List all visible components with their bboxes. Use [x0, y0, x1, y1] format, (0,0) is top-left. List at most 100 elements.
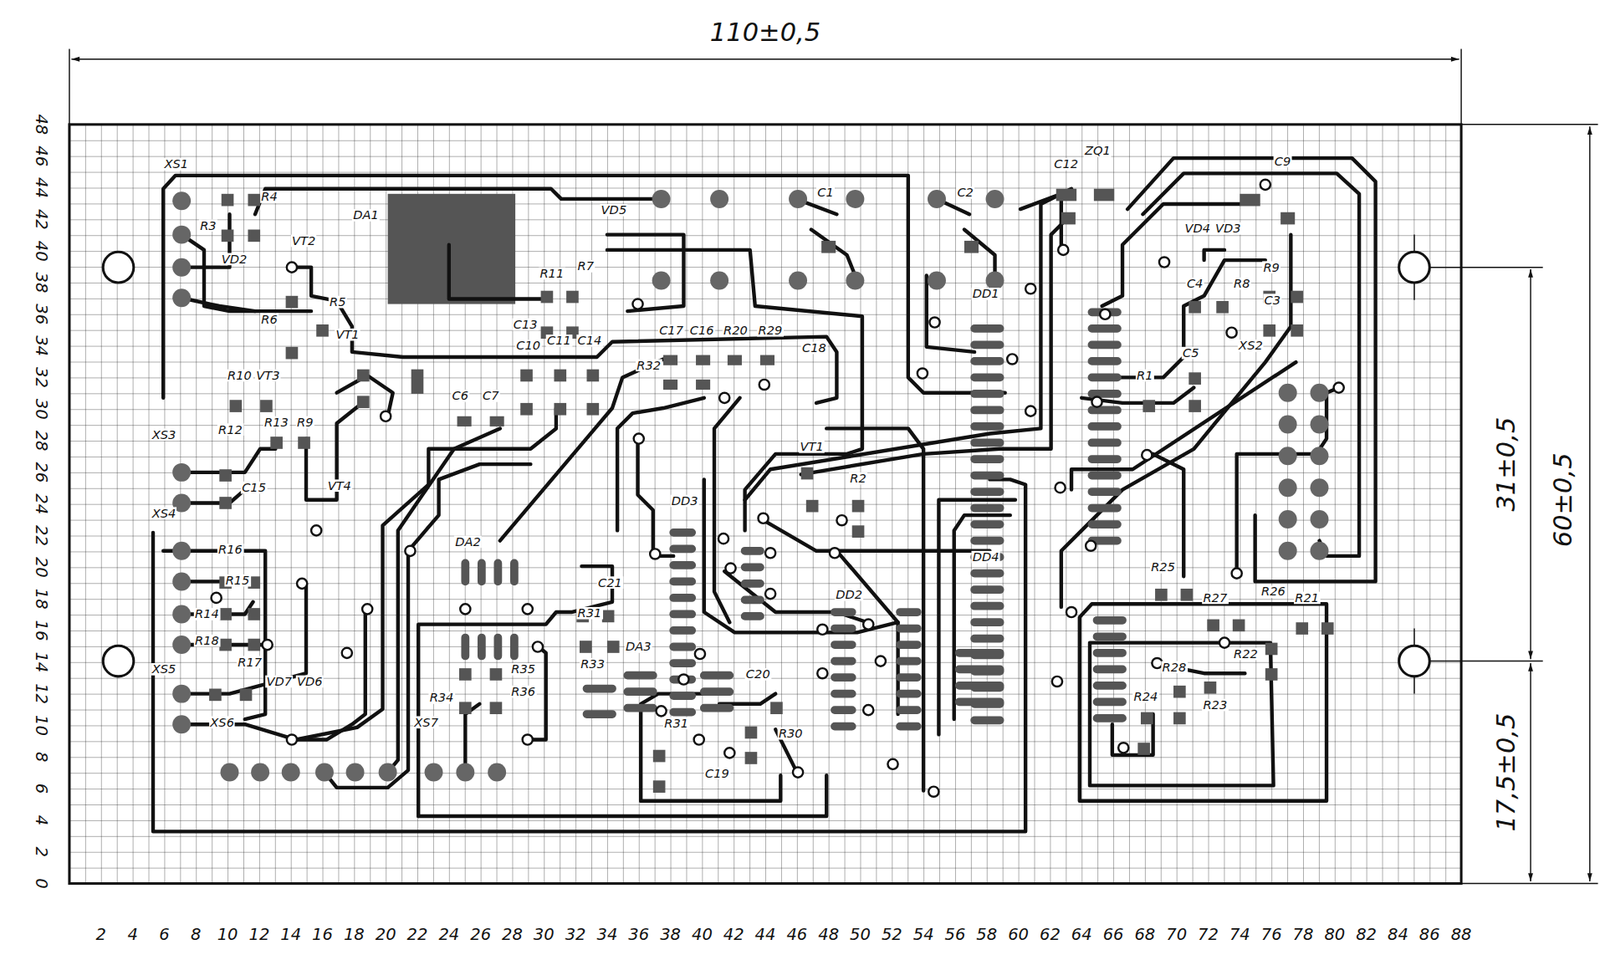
smd-pads-item: [270, 436, 283, 450]
part-name: R8: [1232, 277, 1252, 291]
smd-pads-item: [602, 610, 615, 624]
smd-pads-item: [1262, 324, 1276, 338]
smd-pads-item: [566, 291, 579, 304]
part-name: DD3: [670, 495, 700, 508]
part-name: R26: [1260, 585, 1287, 599]
ic-pads-item: [673, 532, 692, 713]
part-name: R12: [217, 423, 244, 436]
through-hole-pads-item: [172, 684, 191, 704]
axis-number: 32: [565, 926, 587, 944]
through-hole-pads-item: [172, 191, 191, 210]
axis-number: 76: [1261, 926, 1283, 944]
traces-item: [1020, 194, 1062, 251]
smd-pads-item: [219, 496, 232, 510]
dimension-lines-item: [1529, 663, 1531, 882]
mounting-holes-item: [102, 251, 134, 283]
axis-number: 24: [32, 493, 50, 515]
axis-number: 22: [32, 525, 50, 547]
vias-item: [694, 734, 705, 745]
part-name: R16: [217, 543, 244, 557]
axis-number: 30: [32, 398, 50, 420]
axis-number: 10: [217, 926, 239, 944]
traces-item: [607, 235, 685, 312]
vias-item: [718, 533, 729, 544]
smd-pads-item: [1290, 324, 1304, 338]
vias-item: [262, 639, 273, 650]
traces-item: [181, 449, 276, 473]
part-name: XS4: [151, 506, 178, 520]
vias-item: [1025, 406, 1036, 417]
axis-number: 70: [1165, 926, 1187, 944]
smd-pads-item: [587, 403, 600, 416]
vias-item: [765, 588, 776, 599]
smd-pads-item: [247, 638, 261, 652]
traces-item: [291, 612, 366, 741]
axis-number: 24: [438, 926, 460, 944]
smd-pads-item: [852, 500, 865, 513]
smd-pads-item: [806, 500, 819, 513]
smd-pads-item: [219, 608, 232, 621]
through-hole-pads-item: [424, 763, 444, 783]
vias-item: [1066, 607, 1077, 618]
traces-item: [617, 398, 705, 532]
smd-pads-item: [821, 240, 836, 254]
vias-item: [678, 674, 689, 685]
smd-pads-item: [770, 701, 783, 715]
part-name: R7: [576, 260, 595, 273]
dimension-lines-item: [71, 58, 1459, 60]
part-name: DD1: [971, 287, 1000, 301]
axis-number: 8: [190, 926, 201, 944]
smd-pads-item: [663, 379, 678, 390]
axis-number: 48: [32, 113, 50, 135]
smd-pads-item: [1206, 619, 1220, 633]
axis-number: 6: [32, 783, 50, 794]
dimension-lines: [69, 49, 1599, 885]
vias-item: [917, 368, 928, 379]
traces-item: [181, 583, 307, 695]
axis-number: 40: [32, 240, 50, 262]
axis-number: 4: [127, 926, 138, 944]
traces-item: [1061, 235, 1292, 608]
part-name: R31: [663, 717, 690, 731]
through-hole-pads-item: [1278, 541, 1298, 561]
traces: [153, 158, 1376, 832]
through-hole-pads-item: [1310, 383, 1330, 403]
part-name: XS7: [413, 715, 440, 729]
vias-item: [725, 562, 736, 573]
smd-pads-item: [587, 369, 600, 383]
axis-number: 12: [248, 926, 270, 944]
part-name: R23: [1201, 699, 1228, 712]
smd-pads-item: [1142, 399, 1156, 413]
axis-number: 16: [32, 620, 50, 642]
smd-pads-item: [316, 324, 329, 338]
axis-number: 74: [1229, 926, 1251, 944]
axis-number: 10: [32, 715, 50, 737]
part-name: R3: [199, 219, 218, 232]
traces-item: [163, 551, 266, 720]
ic-pads-item: [1091, 311, 1118, 541]
vias-item: [1260, 179, 1271, 190]
vias-item: [342, 648, 353, 659]
axis-number: 88: [1451, 926, 1473, 944]
smd-pads-item: [553, 369, 567, 383]
vias-item: [765, 547, 776, 558]
vias-item: [1118, 742, 1129, 753]
vias-item: [757, 513, 768, 524]
through-hole-pads-item: [250, 763, 270, 783]
part-name: C13: [511, 318, 538, 332]
vias-item: [286, 262, 297, 273]
axis-number: 34: [596, 926, 618, 944]
smd-pads-item: [219, 638, 232, 652]
vias-item: [817, 668, 828, 679]
axis-number: 26: [470, 926, 491, 944]
traces-item: [306, 403, 363, 501]
through-hole-pads-item: [845, 271, 864, 291]
dimension-label: 60±0,5: [1550, 449, 1577, 551]
part-name: R20: [722, 324, 749, 338]
through-hole-pads-item: [281, 763, 301, 783]
ic-pads-item: [834, 612, 918, 727]
smd-pads-item: [760, 355, 775, 366]
through-hole-pads-item: [1278, 415, 1298, 435]
ic-pads-item: [465, 562, 515, 656]
